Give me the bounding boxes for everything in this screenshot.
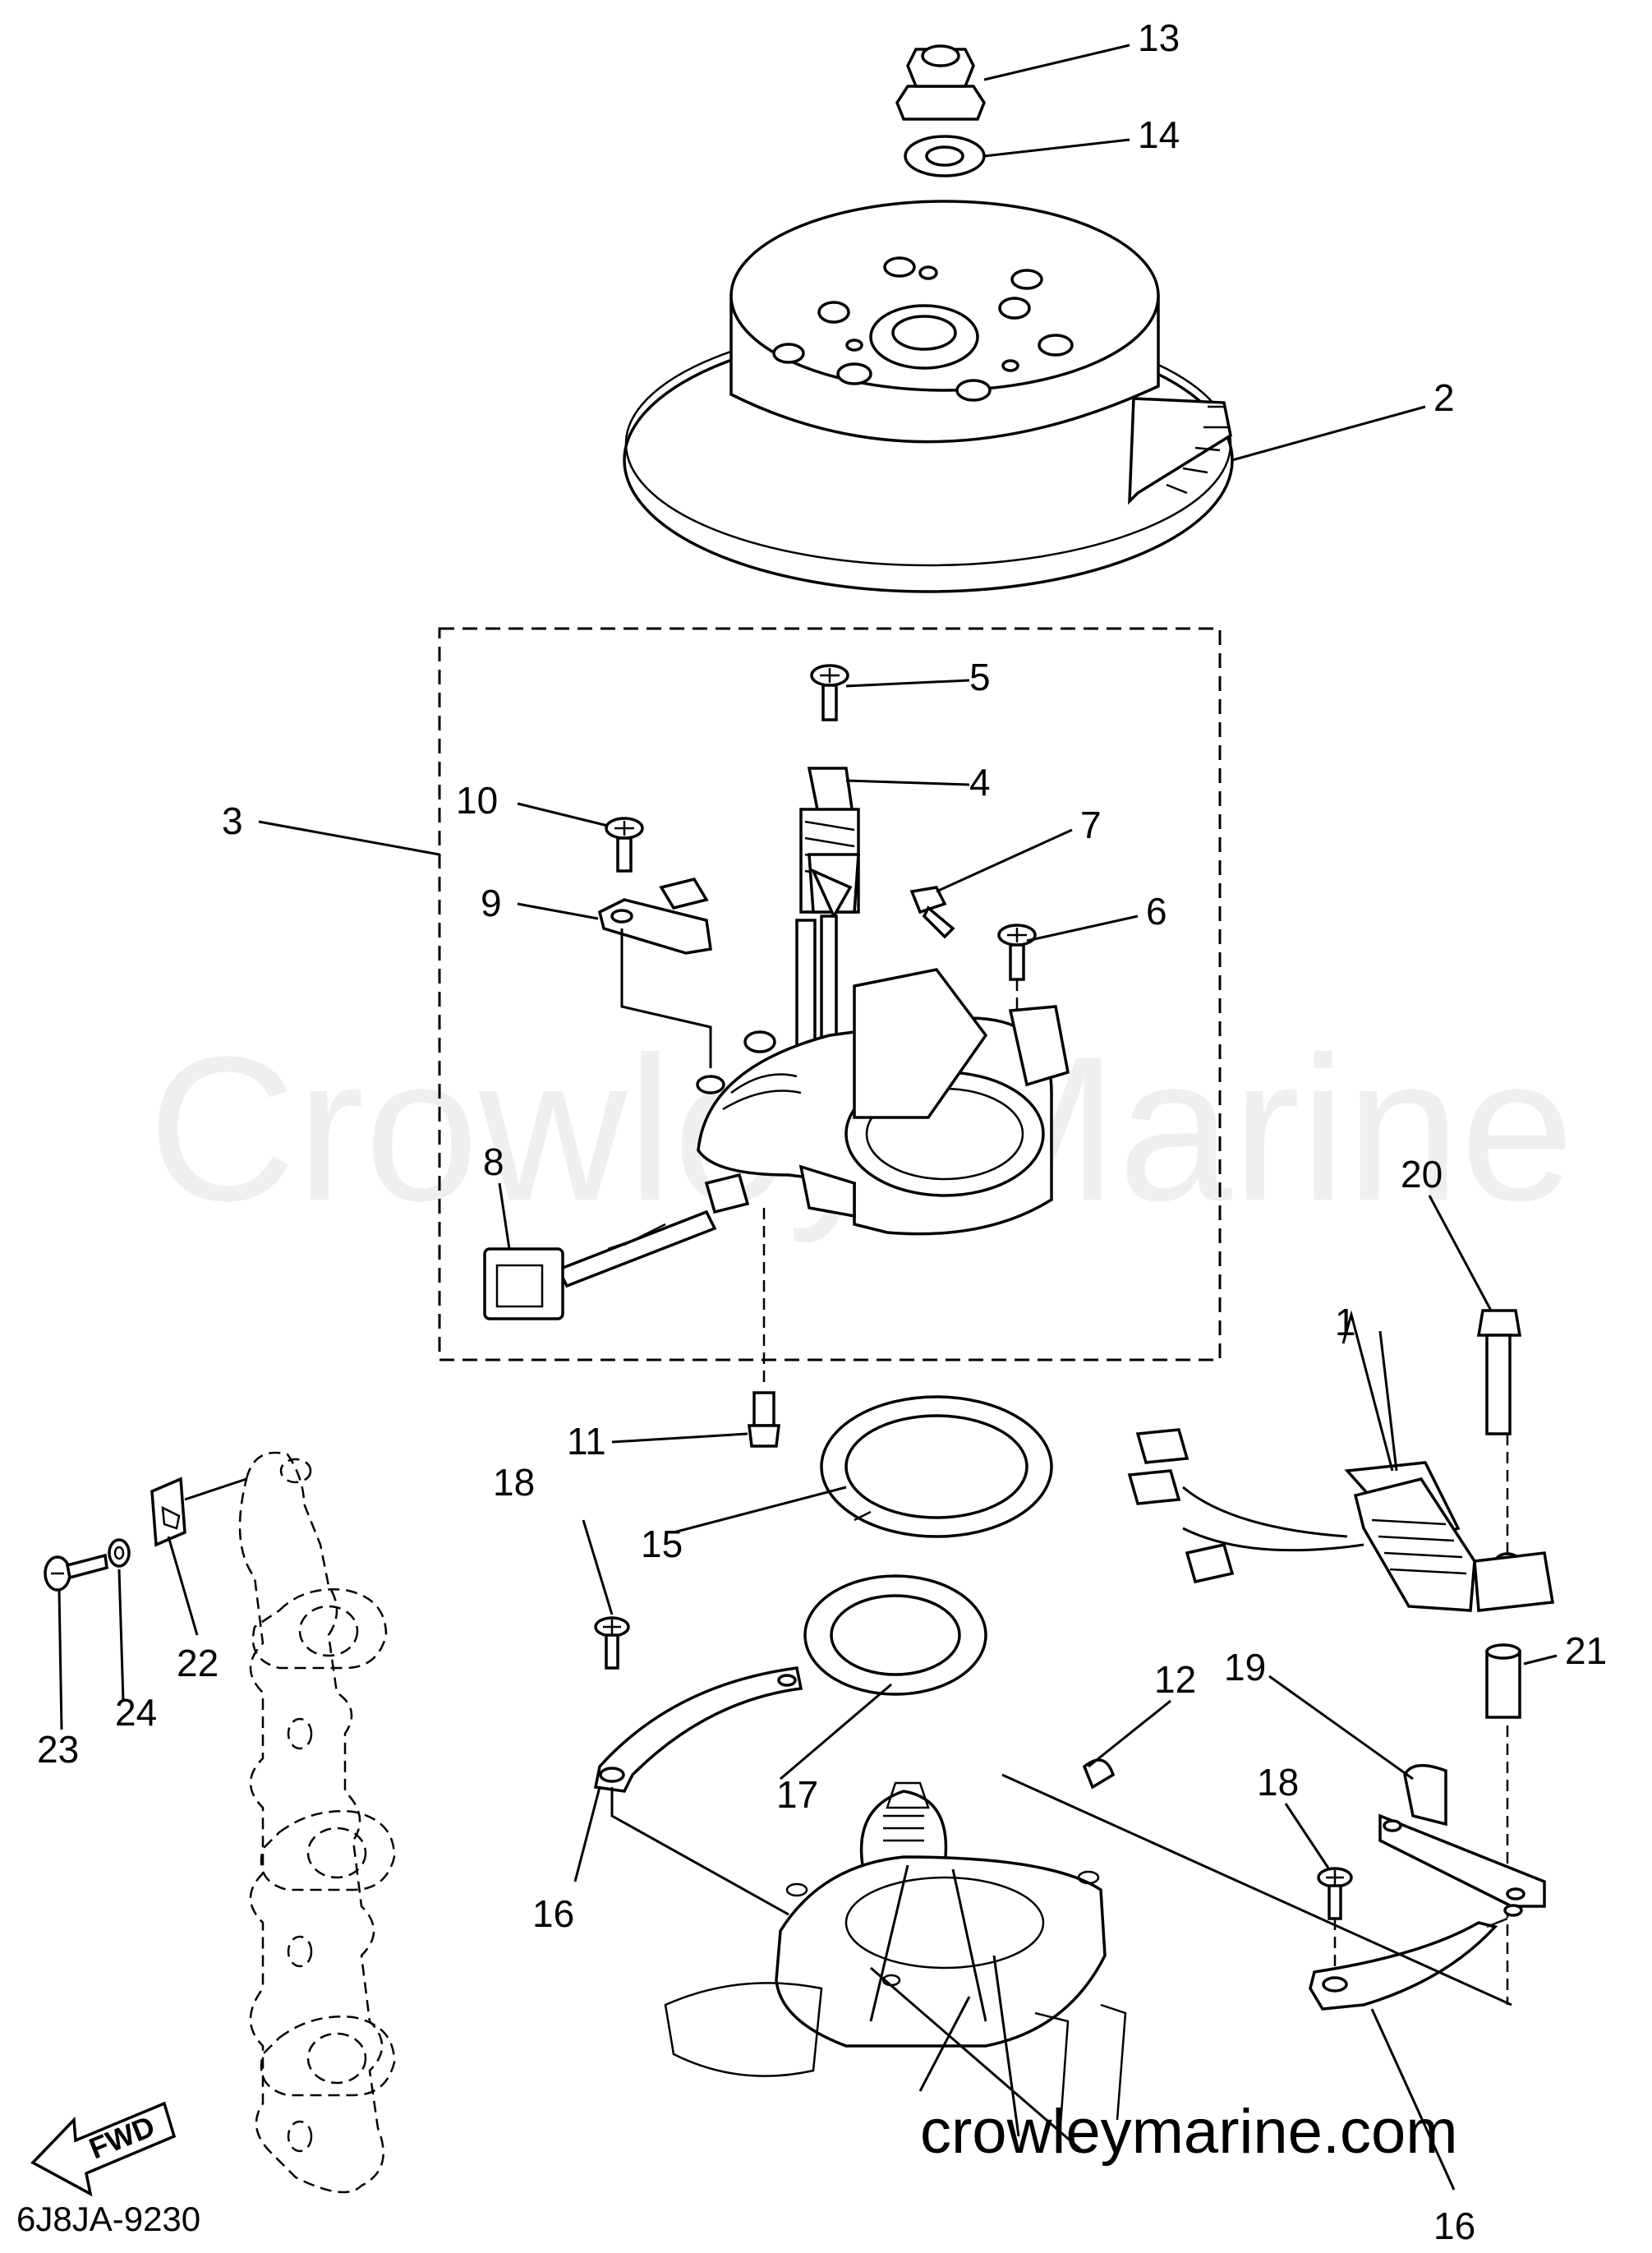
callout-12: 12 (1154, 1658, 1196, 1701)
callout-18b: 18 (1257, 1761, 1299, 1804)
retainer-16b[interactable] (1309, 1904, 1523, 2011)
bolt-11[interactable] (748, 1208, 780, 1448)
callout-19: 19 (1224, 1646, 1266, 1689)
callout-14: 14 (1138, 113, 1180, 156)
screw-18a[interactable] (594, 1616, 630, 1670)
crankcase-base (664, 1773, 1512, 2154)
diagram-code: 6J8JA-9230 (16, 2200, 200, 2238)
callout-21: 21 (1565, 1629, 1607, 1672)
callout-16a: 16 (532, 1892, 574, 1935)
callout-1: 1 (1335, 1301, 1356, 1343)
intake-manifold (238, 1451, 396, 2194)
clamp-bracket-19[interactable] (1378, 1763, 1546, 1908)
callout-8: 8 (483, 1140, 504, 1183)
callout-11: 11 (567, 1420, 606, 1463)
callout-9: 9 (481, 882, 502, 924)
flywheel-2[interactable] (623, 200, 1234, 593)
flange-nut-13[interactable] (895, 44, 986, 121)
bracket-9[interactable] (597, 877, 712, 1068)
callout-2: 2 (1433, 376, 1455, 419)
screw-23[interactable] (44, 1553, 108, 1592)
callout-23: 23 (37, 1728, 79, 1771)
callout-22: 22 (177, 1642, 219, 1684)
collar-21[interactable] (1485, 1643, 1521, 2005)
callout-18a: 18 (493, 1461, 535, 1504)
retainer-16a[interactable] (593, 1666, 803, 1916)
callout-17: 17 (776, 1773, 818, 1816)
callout-16b: 16 (1433, 2205, 1475, 2247)
callout-labels: 13 14 2 3 5 4 7 6 10 9 8 20 1 11 15 18 2… (37, 16, 1607, 2247)
key-12[interactable] (1082, 1758, 1116, 1790)
callout-3: 3 (222, 799, 243, 842)
cdi-unit-1[interactable] (1127, 1428, 1555, 1612)
callout-6: 6 (1146, 890, 1167, 933)
ring-15[interactable] (820, 1395, 1053, 1538)
wire-connector-8[interactable] (483, 1173, 750, 1320)
callout-24: 24 (115, 1691, 157, 1734)
bracket-22[interactable] (150, 1477, 247, 1547)
washer-14[interactable] (904, 135, 986, 177)
callout-20: 20 (1401, 1153, 1443, 1196)
stator-assembly-box-3 (438, 627, 1222, 1361)
callout-15: 15 (641, 1523, 683, 1565)
forward-arrow: FWD (30, 2101, 177, 2197)
callout-7: 7 (1080, 804, 1102, 846)
website-label: crowleymarine.com (920, 2097, 1458, 2167)
callout-10: 10 (456, 779, 498, 822)
leader-lines (58, 44, 1558, 2191)
washer-24[interactable] (108, 1538, 131, 1568)
bolt-20[interactable] (1476, 1309, 1522, 1553)
plate-17[interactable] (803, 1574, 987, 1696)
callout-13: 13 (1138, 16, 1180, 59)
stator-base-plate[interactable] (696, 968, 1070, 1236)
screw-7[interactable] (909, 886, 955, 939)
screw-10[interactable] (605, 817, 644, 873)
callout-5: 5 (969, 656, 991, 698)
callout-4: 4 (969, 761, 991, 804)
screw-5[interactable] (810, 664, 849, 721)
